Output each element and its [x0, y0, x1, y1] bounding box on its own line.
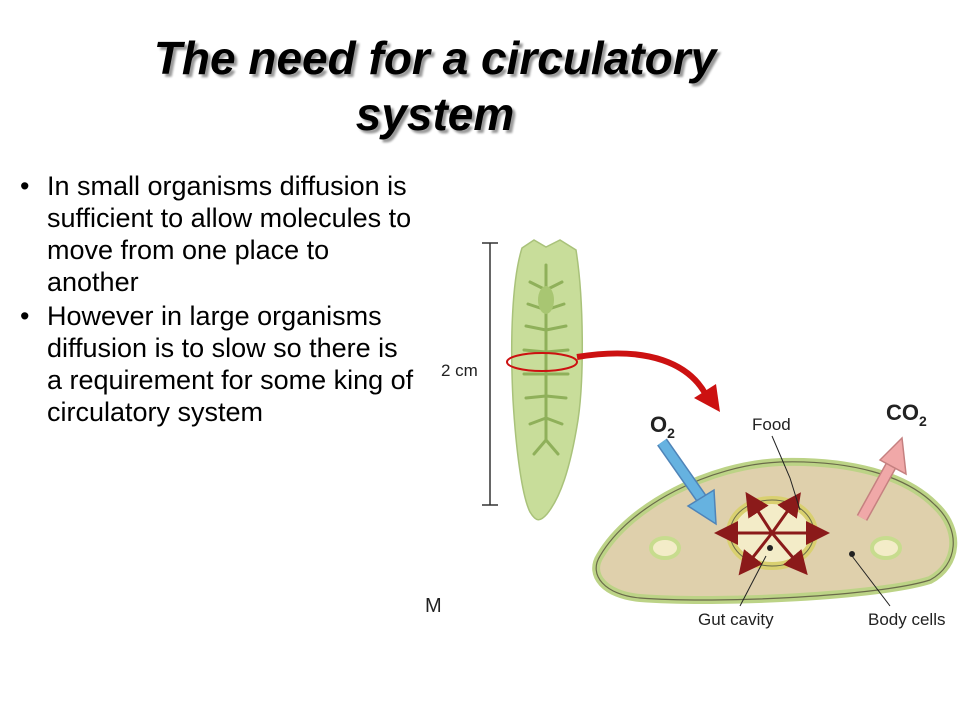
- gut-cavity-label: Gut cavity: [698, 610, 774, 629]
- co2-arrow: [856, 436, 907, 521]
- title-line-1: The need for a circulatory: [153, 32, 717, 84]
- food-label: Food: [752, 415, 791, 434]
- bullet-small-organisms: In small organisms diffusion is sufficie…: [20, 170, 420, 298]
- scale-label: 2 cm: [441, 361, 478, 380]
- leader-lines: [739, 435, 891, 607]
- title-line-2: system: [355, 88, 515, 140]
- o2-arrow: [657, 438, 717, 526]
- o2-label: O2: [650, 412, 675, 441]
- bullet-large-organisms: However in large organisms diffusion is …: [20, 300, 420, 428]
- co2-label: CO2: [886, 400, 927, 429]
- bullet-list: In small organisms diffusion is sufficie…: [20, 170, 420, 430]
- scale-bar: [482, 242, 498, 506]
- cut-off-glyph: M: [425, 595, 442, 617]
- flatworm: [510, 239, 584, 521]
- body-cells-label: Body cells: [868, 610, 945, 629]
- section-arrow: [576, 350, 709, 397]
- section-arrow-head: [694, 384, 720, 412]
- slide-title: The need for a circulatory system: [0, 30, 870, 142]
- section-ring: [506, 352, 578, 372]
- diffusion-arrows: [714, 491, 830, 576]
